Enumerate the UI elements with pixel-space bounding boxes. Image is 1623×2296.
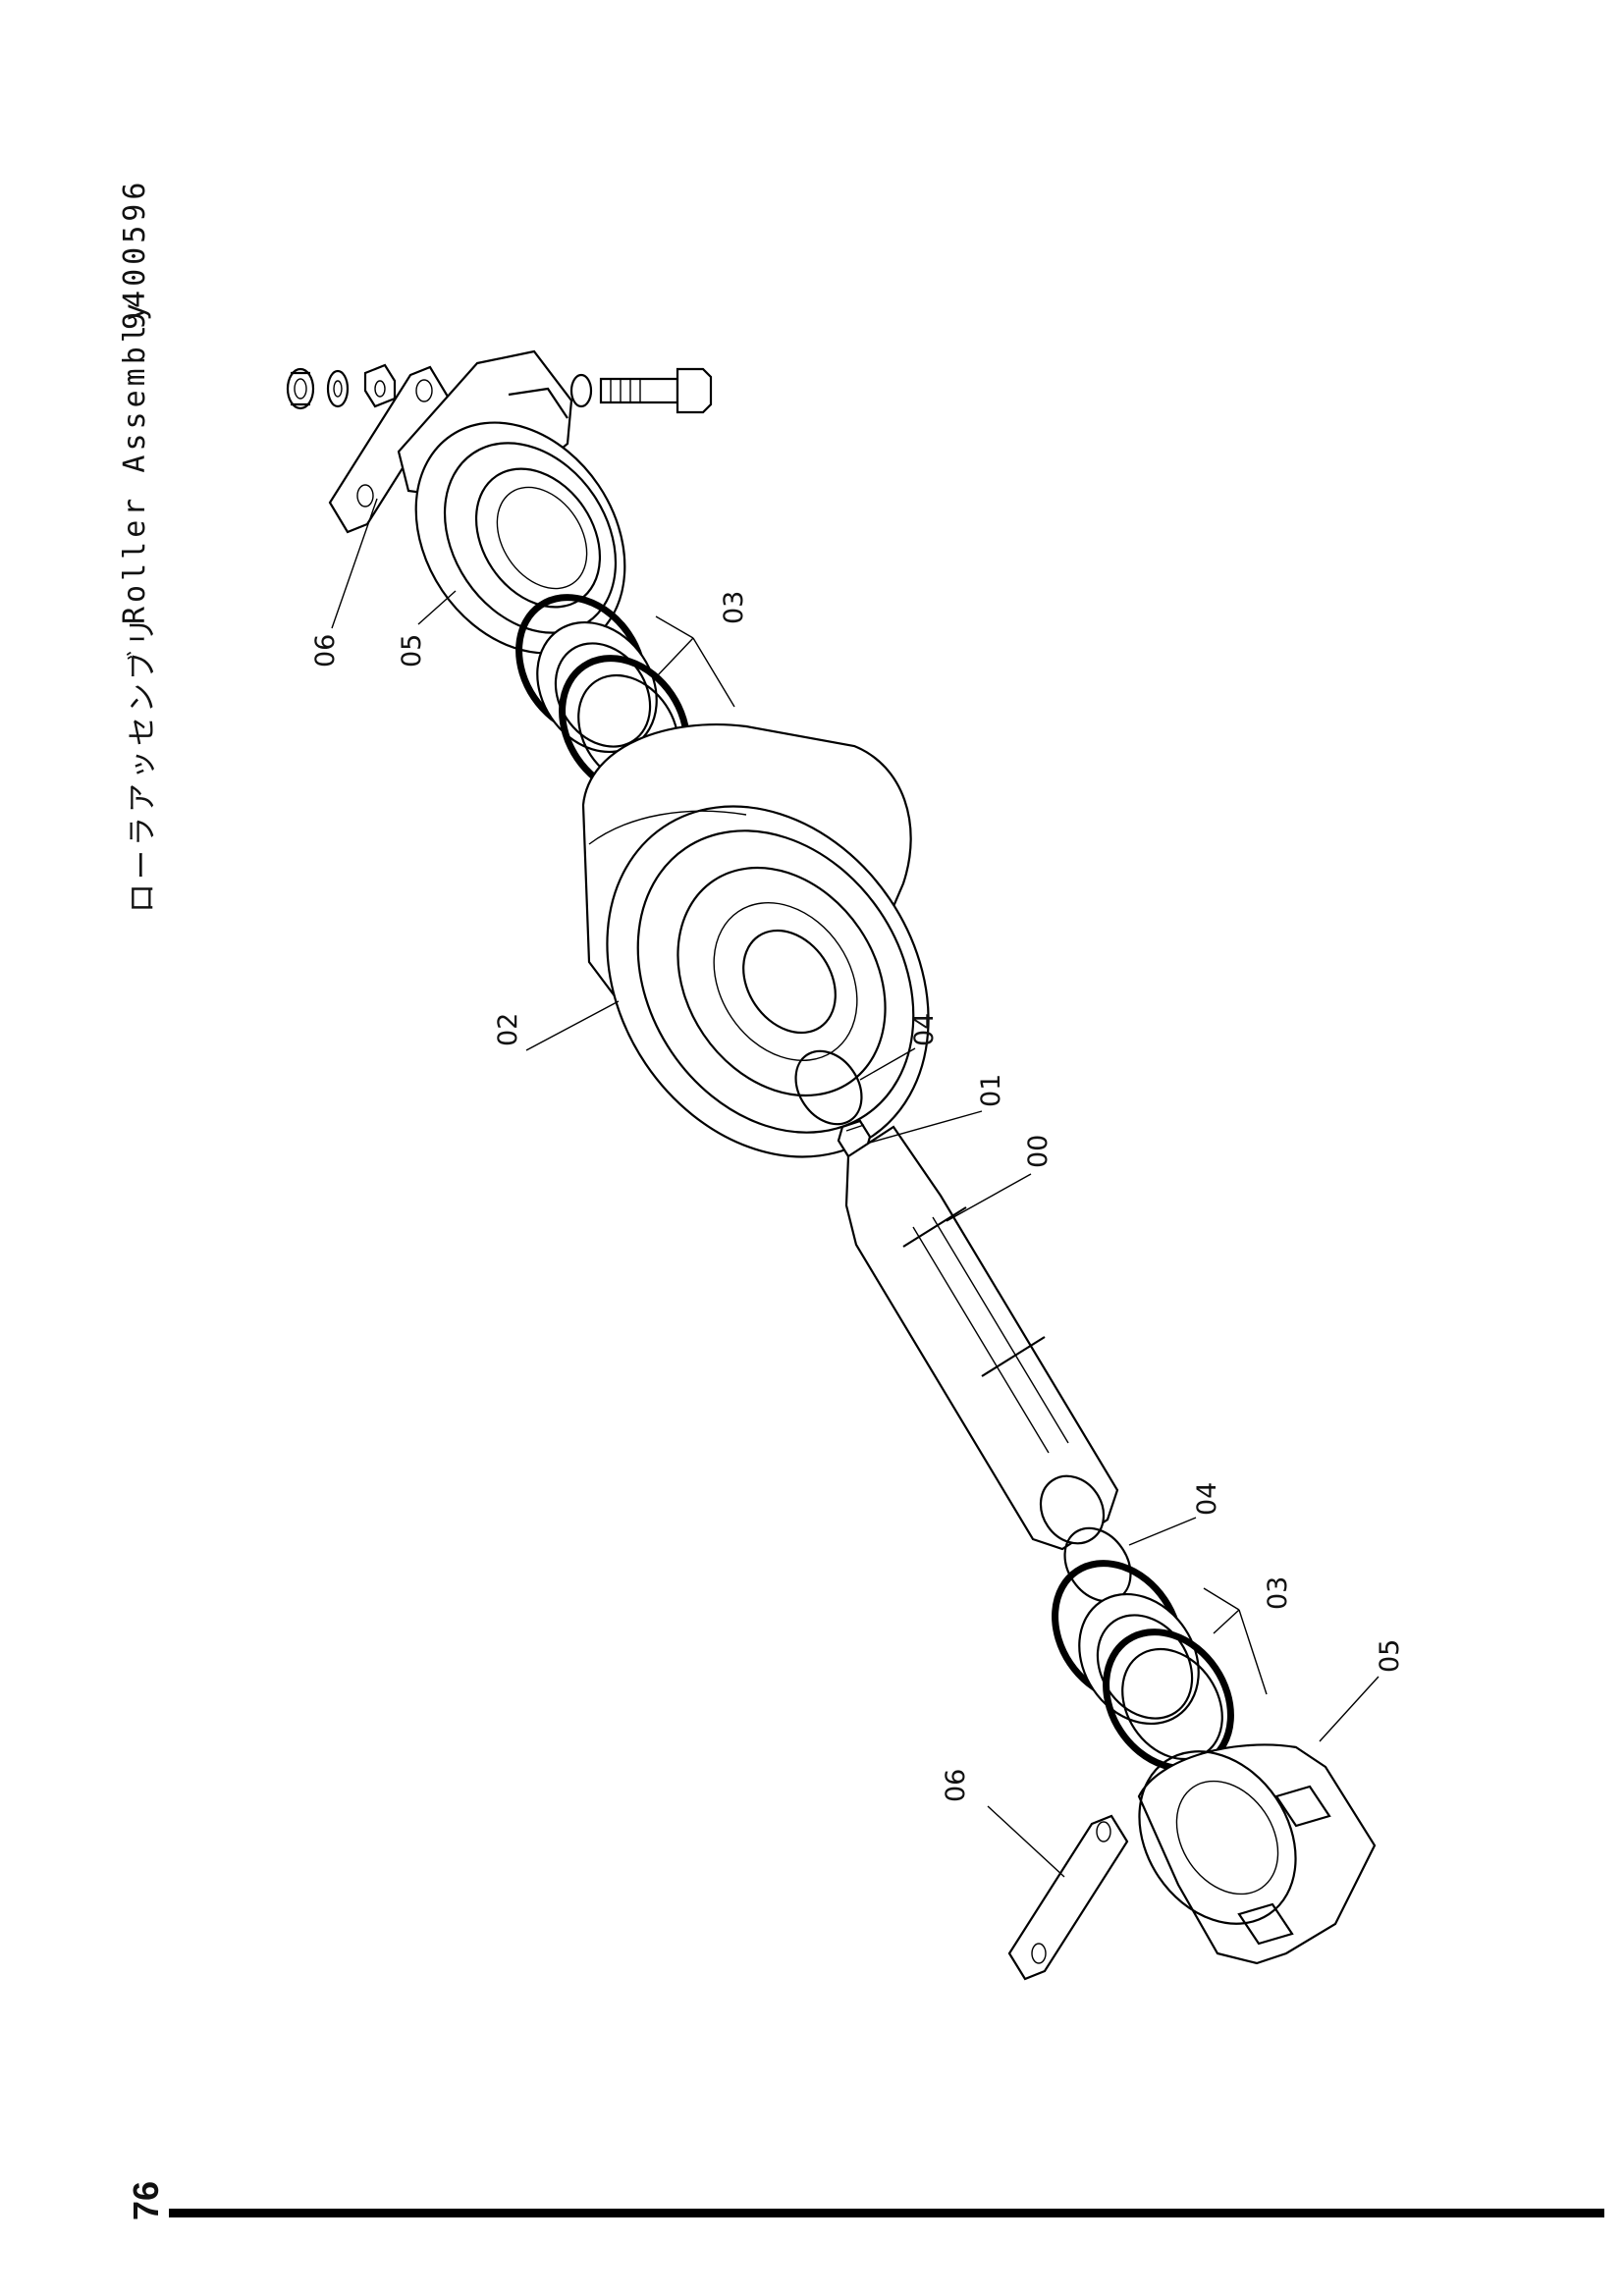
seal-set-top	[515, 594, 690, 798]
callout-03-bottom: 03	[1263, 1576, 1293, 1610]
callout-04-bottom: 04	[1192, 1482, 1222, 1516]
bottom-rule	[169, 2209, 1604, 2217]
callout-06-bottom: 06	[941, 1769, 971, 1802]
callout-01: 01	[976, 1074, 1006, 1107]
lock-plate-top	[328, 365, 450, 534]
callout-03-top: 03	[719, 591, 749, 624]
callout-05-bottom: 05	[1375, 1639, 1405, 1673]
callout-labels: 06 05 03 02 04 01 00 04 03 05 06	[310, 591, 1405, 1802]
callout-04-top: 04	[909, 1013, 940, 1046]
nut-top	[286, 367, 315, 410]
collar-bottom	[1137, 1743, 1377, 1965]
shaft	[844, 1125, 1119, 1551]
page-number: 76	[126, 2180, 166, 2220]
callout-02: 02	[493, 1013, 523, 1046]
top-fastener-stack	[286, 349, 713, 655]
leader-lines	[331, 498, 1380, 1878]
washer-top-1	[326, 369, 350, 408]
callout-06-top: 06	[310, 634, 341, 667]
callout-00: 00	[1023, 1135, 1054, 1168]
bolt-top	[569, 367, 713, 414]
seal-set-bottom	[1052, 1560, 1234, 1772]
washer-top-2	[363, 363, 397, 408]
roller-body	[581, 723, 930, 1158]
callout-05-top: 05	[397, 634, 427, 667]
lock-plate-bottom	[1007, 1814, 1129, 1981]
o-ring-top	[794, 1049, 863, 1126]
